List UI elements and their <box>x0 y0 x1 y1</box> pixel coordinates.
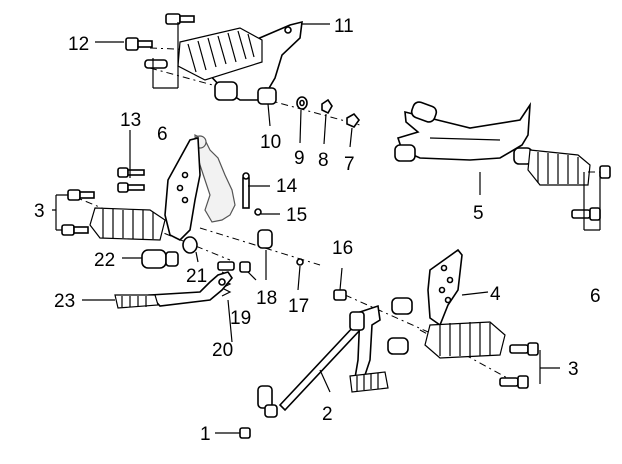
callout-12: 12 <box>68 34 89 55</box>
callout-1: 1 <box>200 424 211 445</box>
callout-4: 4 <box>490 284 501 305</box>
callout-18: 18 <box>256 288 277 309</box>
callout-7: 7 <box>344 154 355 175</box>
callout-11: 11 <box>334 16 354 37</box>
callout-23: 23 <box>54 291 75 312</box>
callout-2: 2 <box>322 404 333 425</box>
left-footrest-assembly <box>61 133 321 309</box>
callout-3-right: 3 <box>568 359 579 380</box>
callout-9: 9 <box>294 148 305 169</box>
callout-21: 21 <box>186 266 207 287</box>
callout-14: 14 <box>276 176 298 197</box>
top-footrest-assembly <box>125 13 361 128</box>
callout-20: 20 <box>212 340 233 361</box>
callout-19: 19 <box>230 308 251 329</box>
callout-labels: 12 11 6 10 9 8 7 13 3 14 15 22 21 19 20 … <box>34 16 601 445</box>
callout-15: 15 <box>286 205 307 226</box>
brake-side-assembly <box>239 248 539 439</box>
callout-6-right: 6 <box>590 286 601 307</box>
rider-figure <box>193 133 236 223</box>
callout-16: 16 <box>332 238 353 259</box>
callout-17: 17 <box>288 296 309 317</box>
callout-13: 13 <box>120 110 141 131</box>
callout-6-top: 6 <box>157 124 168 145</box>
callout-22: 22 <box>94 250 115 271</box>
leader-lines <box>52 22 601 434</box>
callout-10: 10 <box>260 132 281 153</box>
callout-3-left: 3 <box>34 201 45 222</box>
right-footrest-assembly <box>394 101 611 221</box>
callout-5: 5 <box>473 203 484 224</box>
callout-8: 8 <box>318 150 329 171</box>
